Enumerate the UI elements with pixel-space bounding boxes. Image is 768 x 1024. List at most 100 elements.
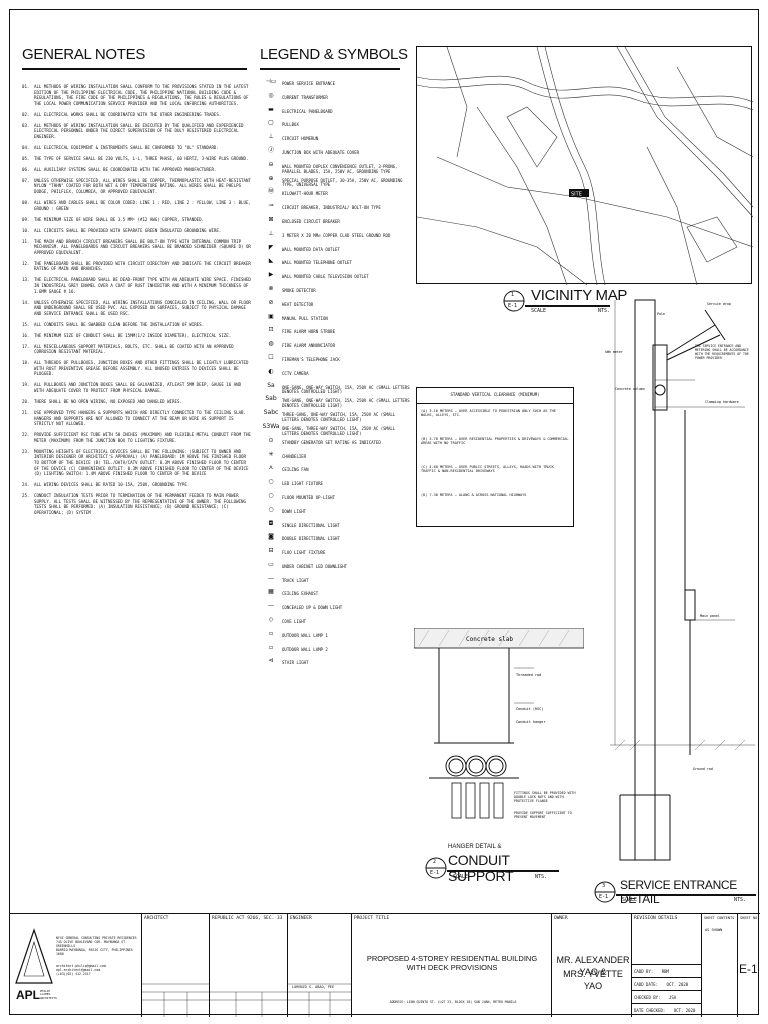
- legend-symbol-icon: ⊕: [268, 174, 274, 182]
- note-number: 12.: [22, 260, 30, 266]
- general-note-item: 07.Unless otherwise specified, all wires…: [22, 178, 252, 195]
- legend-item: ◤Wall mounted data outlet: [260, 243, 410, 259]
- note-text: Unless otherwise specified, all wires sh…: [34, 177, 251, 195]
- scale-value: NTS.: [535, 874, 548, 880]
- note-number: 13.: [22, 277, 30, 283]
- legend-symbol-icon: ⋏: [268, 464, 274, 472]
- signature-grid: [142, 983, 210, 1017]
- legend-item: S3WaOne-gang, three-way switch, 15A, 250…: [260, 423, 410, 438]
- note-text: All pullboxes and junction boxes shall b…: [34, 382, 242, 393]
- main-panel-label: Main panel: [700, 614, 720, 618]
- legend-item: Ⓦ Kilowatt-hour meter: [260, 188, 410, 203]
- legend-item: SabcThree-gang, one-way switch, 15A, 250…: [260, 409, 410, 424]
- clearance-row: (c) 4.60 meters — over public streets, a…: [421, 464, 554, 474]
- legend-symbol-icon: Sa: [267, 381, 275, 389]
- legend-item: ⊕ Special purpose outlet, 30-35A, 250V AC…: [260, 174, 410, 190]
- scale-label: SCALE: [531, 308, 547, 314]
- revision-key: DATE CHECKED:: [634, 1008, 666, 1013]
- legend-label: Double directional light: [282, 536, 340, 542]
- legend-symbol-icon: Sab: [265, 395, 277, 403]
- note-number: 10.: [22, 227, 30, 233]
- detail-sheet: E-1: [430, 870, 440, 876]
- engineer-name: LORENZO S. ABAO, PEE: [292, 985, 335, 989]
- legend-symbol-icon: ☐: [268, 353, 274, 361]
- legend-label: Circuit Homerun: [282, 136, 319, 142]
- legend-item: ⊸ Circuit breaker, industrial/ bolt-on ty…: [260, 202, 410, 217]
- owner-name-1: MR. ALEXANDER YAO &: [556, 955, 630, 977]
- heading-underline: [22, 68, 247, 70]
- heading-underline: [447, 870, 559, 872]
- legend-label: Kilowatt-hour meter: [282, 191, 328, 197]
- legend-symbol-icon: —: [268, 602, 274, 610]
- detail-number: 2: [433, 859, 437, 865]
- revision-value: OCT. 2020: [673, 1008, 696, 1013]
- firm-contact-line: apl.architect@gmail.com: [56, 968, 101, 972]
- general-note-item: 03.All methods of wiring installation sh…: [22, 123, 252, 140]
- legend-item: ◣Wall mounted telephone outlet: [260, 258, 410, 272]
- legend-item: ⊲Stair light: [260, 658, 410, 672]
- legend-item: Sab Two-gang, one-way switch, 15A, 250V A…: [260, 395, 410, 410]
- legend-label: Concealed up & down light: [282, 605, 343, 611]
- clearance-row: (b) 3.70 meters — over residential prope…: [421, 436, 569, 446]
- heading-underline: [260, 68, 400, 70]
- legend-item: ⊘Heat detector: [260, 299, 410, 314]
- firm-line: 745 Olive Boulevard Cor. Maybunga St. Gr…: [56, 940, 128, 948]
- project-title-cell: PROJECT TITLE PROPOSED 4-STOREY RESIDENT…: [352, 914, 552, 1017]
- conduit-support-heading: CONDUIT SUPPORT: [448, 852, 514, 884]
- legend-label: Fireman's telephone jack: [282, 356, 340, 362]
- conduit-support-drawing: Concrete slab Threaded rod Conduit (RSC)…: [413, 627, 585, 819]
- note-text: The minimum size of conduit shall be 15m…: [34, 332, 232, 338]
- note-text: All electrical works shall be coordinate…: [34, 111, 222, 117]
- legend-label: CCTV Camera: [282, 370, 309, 376]
- legend-item: SaOne-gang, one-way switch, 15A, 250V AC…: [260, 381, 410, 397]
- legend-symbol-icon: ⊸: [268, 202, 274, 210]
- detail-bubble-icon: [425, 857, 447, 879]
- note-text: All electrical equipment & instruments s…: [34, 144, 219, 150]
- legend-symbol-icon: Ⓦ: [267, 188, 274, 196]
- note-number: 20.: [22, 398, 30, 404]
- sheet-number: E-1: [739, 962, 758, 976]
- legend-symbol-icon: ⊣▭: [265, 78, 277, 85]
- note-number: 01.: [22, 84, 30, 89]
- legend-symbol-icon: ◤: [268, 243, 274, 251]
- vicinity-map: SITE: [416, 46, 754, 286]
- note-text: Provide sufficient RSC tube with 50 inch…: [34, 432, 251, 443]
- legend-label: Circuit breaker, industrial/ bolt-on typ…: [282, 205, 381, 211]
- firm-line: Nyxi General Consulting Private Residenc…: [56, 936, 137, 940]
- legend-label: Ceiling exhaust: [282, 591, 319, 597]
- legend-heading: LEGEND & SYMBOLS: [260, 46, 408, 63]
- note-number: 25.: [22, 493, 30, 499]
- legend-label: Two-gang, one-way switch, 15A, 250V AC (…: [282, 398, 410, 409]
- note-number: 21.: [22, 409, 30, 415]
- legend-item: ⊣▭Power Service Entrance: [260, 78, 410, 93]
- conduit-support-title-block: HANGER DETAIL & 2 E-1 CONDUIT SUPPORT SC…: [425, 844, 565, 888]
- legend-item: ○Floor mounted up-light: [260, 492, 410, 507]
- sheet-no-cell: SHEET NO. E-1: [738, 914, 760, 1017]
- service-entrance-heading: SERVICE ENTRANCE DETAIL: [620, 878, 738, 906]
- owner-cell: OWNER MR. ALEXANDER YAO & MRS. YVETTE YA…: [552, 914, 632, 1017]
- note-text: All circuits shall be provided with sepa…: [34, 227, 222, 233]
- scale-label: SCALE: [622, 897, 638, 903]
- legend-label: Special purpose outlet, 30-35A, 250V AC,…: [282, 177, 403, 188]
- revision-row: CHECKED BY: JSA: [632, 990, 701, 1003]
- legend-label: Under cabinet LED downlight: [282, 563, 348, 569]
- concrete-column-label: Concrete column: [615, 387, 645, 391]
- project-address: ADDRESS: LEON GUINTO ST. (LOT 23, BLOCK …: [389, 1000, 517, 1004]
- title-block: APL Philip Llames Architects Nyxi Genera…: [10, 913, 760, 1017]
- legend-symbol-icon: ⊥: [268, 133, 274, 141]
- general-note-item: 05.The type of service shall be 230 volt…: [22, 156, 252, 162]
- legend-symbol-icon: ▫: [268, 643, 274, 651]
- legend-symbol-icon: ▣: [268, 312, 274, 320]
- legend-symbol-icon: Sabc: [263, 409, 279, 417]
- legend-item: ▫Outdoor wall lamp 2: [260, 643, 410, 659]
- note-text: All miscellaneous support materials, bol…: [34, 343, 234, 355]
- scale-value: NTS.: [598, 308, 611, 314]
- legend-item: ⊠Enclosed circuit breaker: [260, 216, 410, 231]
- project-title-label: PROJECT TITLE: [354, 916, 390, 921]
- sheet-contents-cell: SHEET CONTENTS AS SHOWN: [702, 914, 738, 1017]
- vicinity-map-title-block: 1 E-1 VICINITY MAP SCALE NTS.: [503, 287, 723, 317]
- general-note-item: 19.All pullboxes and junction boxes shal…: [22, 382, 252, 393]
- clamp-label: Clamping hardware: [705, 400, 739, 404]
- legend-symbol-icon: ○: [268, 478, 274, 486]
- legend-label: Stair light: [282, 660, 309, 666]
